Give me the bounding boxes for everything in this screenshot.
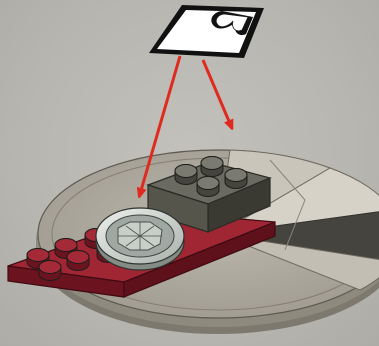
brick-stud-1 — [175, 165, 197, 185]
arrow-to-disc-center — [203, 60, 231, 126]
brick-stud-3 — [197, 177, 219, 197]
brick-stud-2 — [201, 157, 223, 177]
plate-stud-4 — [67, 251, 89, 271]
plate-stud-3 — [39, 261, 61, 281]
brick-stud-4 — [225, 169, 247, 189]
round-tile-2x2-icon — [96, 208, 184, 270]
paper-card-icon — [149, 5, 264, 58]
